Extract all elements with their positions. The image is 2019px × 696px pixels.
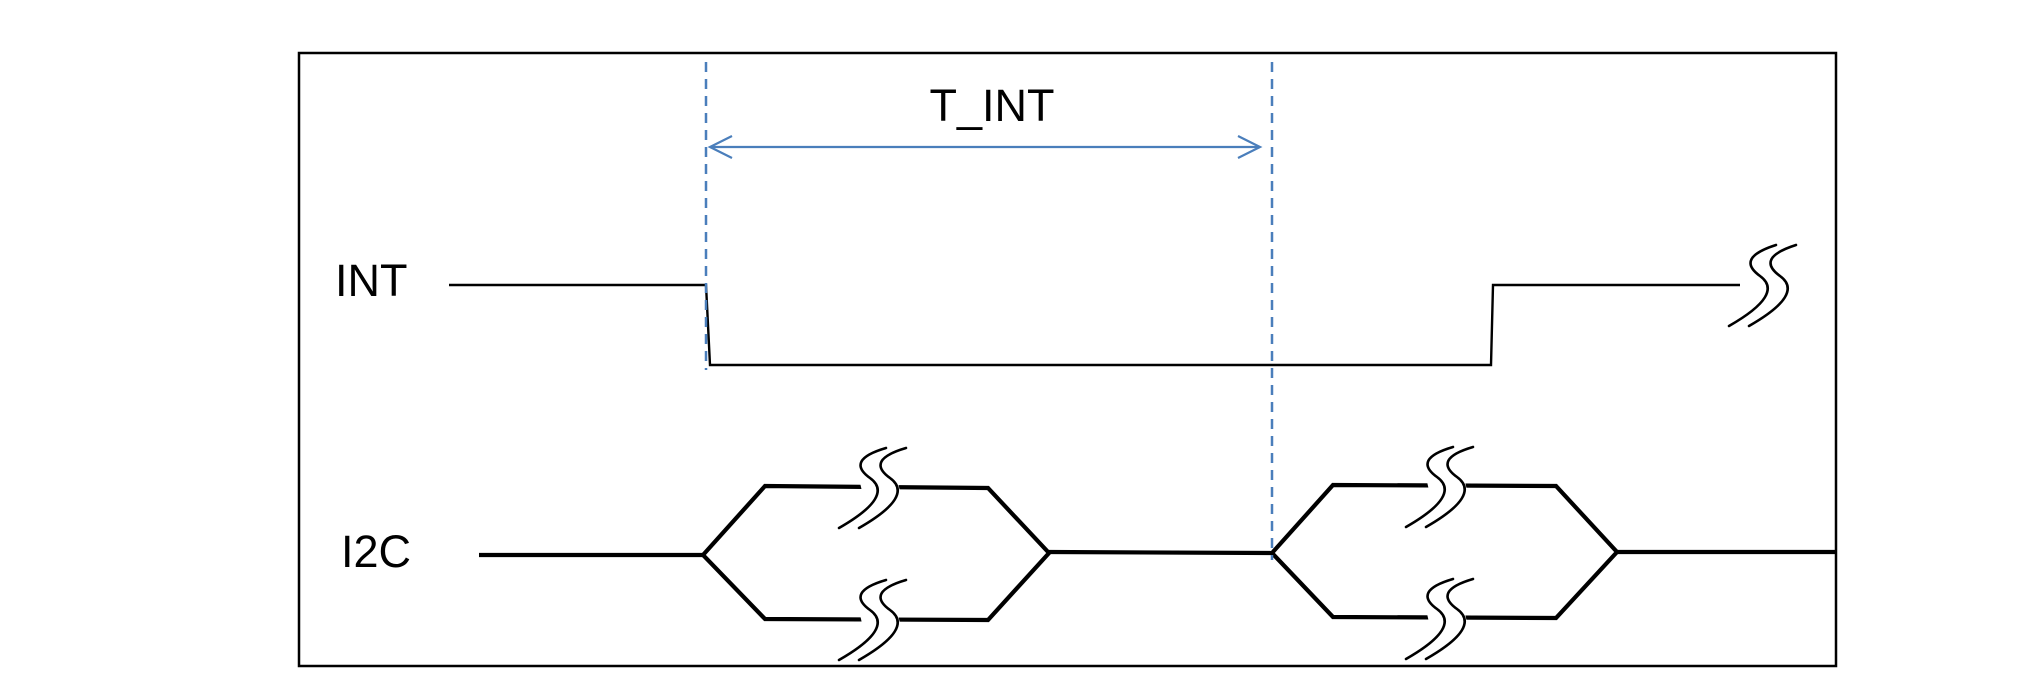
- i2c-packet: [700, 483, 1052, 623]
- int-waveform: [449, 283, 1740, 367]
- int-signal-label: INT: [335, 255, 408, 306]
- i2c-break-icon: [1404, 577, 1475, 661]
- t-int-dimension-arrow: [707, 135, 1263, 159]
- i2c-idle-line: [1048, 549, 1273, 556]
- i2c-break-icon: [837, 578, 908, 662]
- i2c-signal-label: I2C: [341, 526, 411, 577]
- t-int-label: T_INT: [929, 80, 1054, 131]
- i2c-break-icon: [837, 446, 908, 530]
- i2c-packet: [1269, 482, 1620, 621]
- int-break-icon: [1727, 243, 1800, 328]
- i2c-break-icon: [1404, 445, 1475, 529]
- diagram-frame: [297, 51, 1838, 668]
